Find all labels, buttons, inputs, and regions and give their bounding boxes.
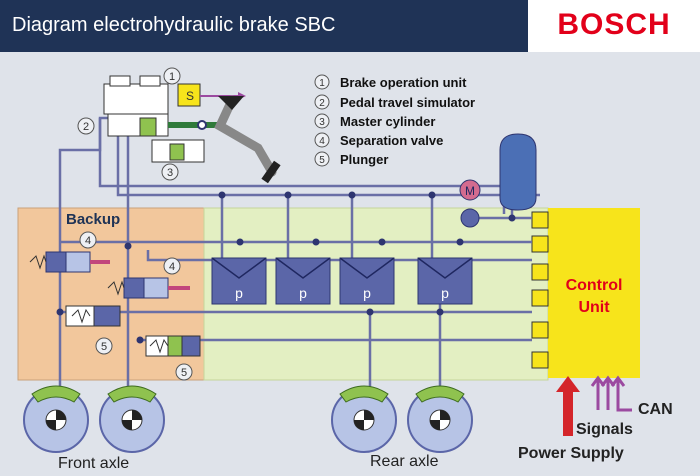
line-junctions [56,191,516,344]
callout-2: 2 [83,121,89,133]
signal-arrow-2 [600,375,616,410]
wheel-rear-right [407,385,473,453]
plungers [65,305,201,357]
front-axle-label: Front axle [58,455,129,472]
control-connectors [531,211,549,369]
brake-operation-unit [103,83,169,115]
pressure-modulators: p p p p [211,257,473,305]
connector [531,211,549,229]
pressure-label: p [363,285,371,301]
callout-5b: 5 [181,367,187,379]
power-supply-label: Power Supply [518,445,624,462]
pedal-pivot [218,96,244,110]
control-unit-label-1: Control [566,277,623,294]
callout-4b: 4 [169,261,175,273]
separation-valves [29,251,190,299]
control-unit [548,208,640,378]
brand-logo-box: BOSCH [528,0,700,52]
legend-number: 4 [319,136,325,147]
wheel-rear-left [331,385,397,453]
connector [531,321,549,339]
callout-1: 1 [169,71,175,83]
legend-item-plunger: Plunger [340,152,388,167]
legend-item-separation-valve: Separation valve [340,133,443,148]
connector [531,235,549,253]
brake-pedal-arm [214,95,277,177]
page-title: Diagram electrohydraulic brake SBC [12,14,336,36]
callouts: 1 2 3 4 4 5 5 [77,67,193,381]
legend-item-master-cylinder: Master cylinder [340,114,435,129]
simulator-label: S [186,89,194,103]
modulator-4 [417,257,473,305]
modulator-1 [211,257,267,305]
legend-number: 3 [319,117,325,128]
callout-3: 3 [167,167,173,179]
pressure-label: p [441,285,449,301]
signals-label: Signals [576,421,633,438]
wheel-front-left [23,385,89,453]
master-cylinder [107,113,169,137]
brand-logo: BOSCH [557,8,671,41]
legend-number: 2 [319,98,325,109]
input-arrows [556,375,632,436]
pedal-pad [261,160,281,184]
legend-number: 1 [319,78,325,89]
rear-axle-label: Rear axle [370,453,439,470]
legend-number: 5 [319,155,325,166]
backup-label: Backup [66,211,120,228]
pump-motor-label: M [465,184,475,198]
wheel-front-right [99,385,165,453]
hydraulic-lines [58,100,540,400]
connector [531,263,549,281]
pressure-label: p [235,285,243,301]
connector [531,289,549,307]
power-supply-arrow [563,392,573,436]
modulator-2 [275,257,331,305]
signal-arrow-1 [590,375,606,410]
legend-item-pedal-travel-simulator: Pedal travel simulator [340,95,475,110]
legend: 1 Brake operation unit 2 Pedal travel si… [314,74,475,167]
title-bar: Diagram electrohydraulic brake SBC [0,0,528,52]
control-unit-label-2: Unit [578,299,610,316]
modulator-3 [339,257,395,305]
pump-motor [459,179,481,201]
wheels [23,385,473,453]
callout-5a: 5 [101,341,107,353]
can-label: CAN [638,401,673,418]
pressure-accumulator [499,133,537,211]
legend-item-brake-operation-unit: Brake operation unit [340,75,467,90]
connector [531,351,549,369]
can-arrow [610,375,632,412]
hydraulic-pump [460,208,480,228]
pressure-label: p [299,285,307,301]
callout-4a: 4 [85,235,91,247]
